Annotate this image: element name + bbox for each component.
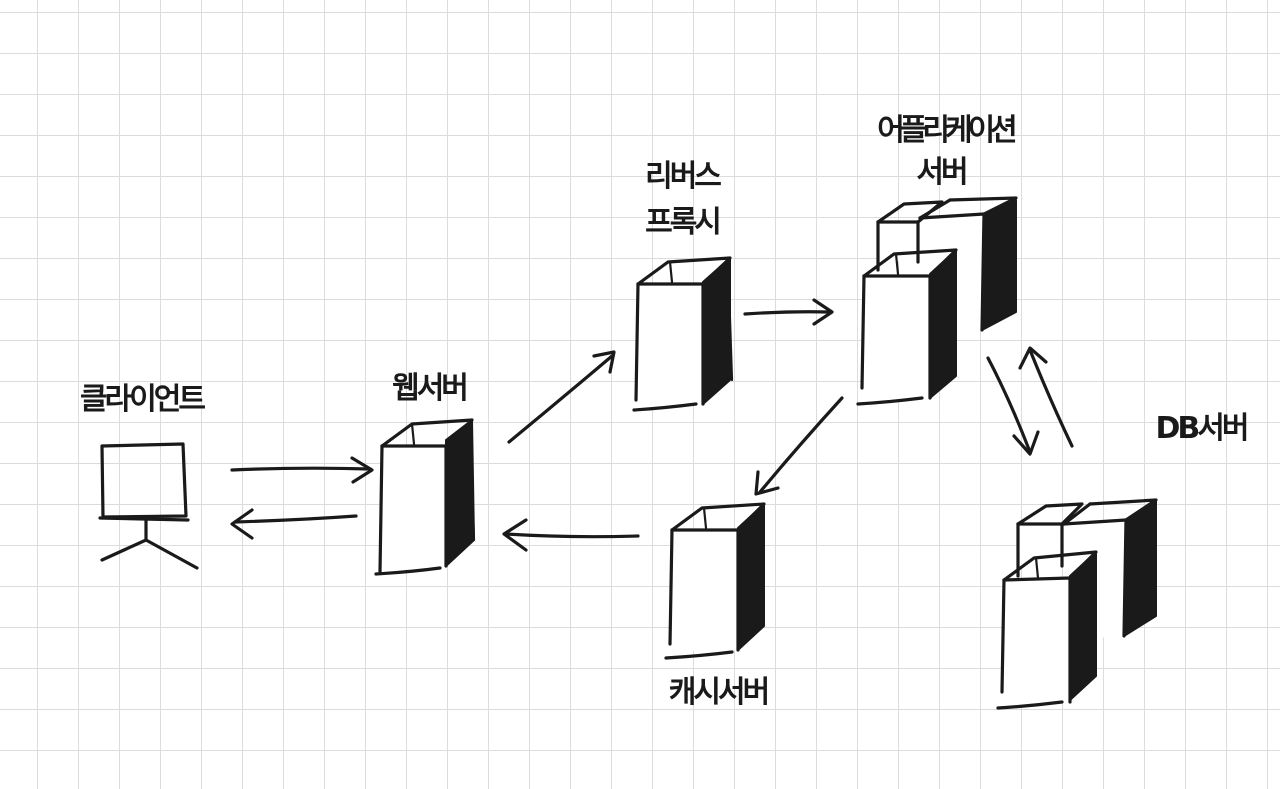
appserver-label-line2: 서버 [916, 155, 968, 190]
client-monitor-icon [98, 442, 199, 570]
appserver-label-line1: 어플리케이션 [877, 113, 1018, 148]
db-label: DB서버 [1155, 411, 1250, 446]
cache-to-webserver-arrow [502, 518, 640, 552]
proxy-to-appserver-arrow [743, 298, 834, 326]
dbserver-box-icon [996, 498, 1158, 710]
proxy-label-line1: 리버스 [645, 159, 722, 194]
appserver-box-icon [856, 196, 1018, 406]
cache-box-icon [664, 502, 766, 660]
db-to-appserver-arrow [1018, 346, 1074, 448]
appserver-to-cache-arrow [754, 396, 844, 496]
webserver-box-icon [374, 418, 476, 576]
proxy-label-line2: 프록시 [645, 205, 722, 240]
webserver-to-proxy-arrow [507, 350, 616, 444]
appserver-to-db-arrow [986, 356, 1040, 456]
client-to-webserver-arrow [230, 456, 374, 484]
proxy-box-icon [632, 256, 734, 412]
client-label: 클라이언트 [80, 382, 206, 417]
webserver-to-client-arrow [230, 508, 358, 540]
cache-label: 캐시서버 [668, 675, 770, 710]
webserver-label: 웹서버 [392, 371, 469, 406]
